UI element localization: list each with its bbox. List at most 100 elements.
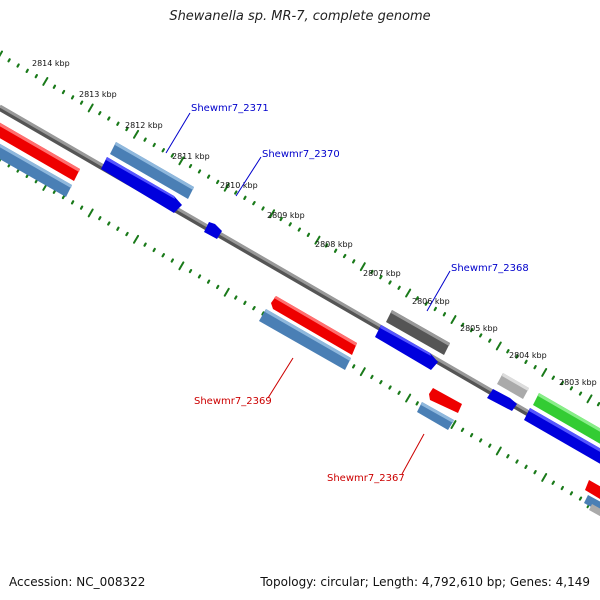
minor-tick bbox=[324, 243, 329, 248]
minor-tick bbox=[252, 201, 256, 206]
major-tick bbox=[450, 315, 457, 324]
minor-tick bbox=[306, 232, 311, 237]
gene-feature[interactable] bbox=[375, 325, 438, 370]
gene-feature[interactable] bbox=[529, 408, 600, 457]
minor-tick bbox=[533, 470, 537, 475]
major-tick bbox=[178, 156, 185, 166]
feature-group bbox=[0, 117, 600, 520]
major-tick bbox=[586, 394, 593, 404]
gene-label[interactable]: Shewmr7_2369 bbox=[194, 396, 272, 407]
minor-tick bbox=[333, 248, 338, 253]
minor-tick bbox=[25, 173, 29, 178]
minor-tick bbox=[143, 242, 147, 247]
minor-tick bbox=[342, 253, 347, 259]
minor-tick bbox=[397, 390, 401, 395]
minor-tick bbox=[161, 253, 165, 258]
gene-feature[interactable] bbox=[589, 504, 600, 520]
gene-feature[interactable] bbox=[115, 142, 194, 190]
gene-feature[interactable] bbox=[271, 296, 357, 355]
gene-label[interactable]: Shewmr7_2370 bbox=[262, 149, 340, 160]
gene-feature[interactable] bbox=[429, 388, 462, 413]
gene-feature[interactable] bbox=[204, 222, 222, 239]
minor-tick bbox=[488, 443, 492, 448]
minor-tick bbox=[506, 349, 510, 354]
minor-tick bbox=[252, 306, 256, 311]
gene-feature[interactable] bbox=[274, 296, 357, 346]
minor-tick bbox=[107, 221, 111, 226]
major-tick bbox=[223, 287, 230, 297]
gene-feature[interactable] bbox=[417, 402, 454, 430]
minor-tick bbox=[234, 190, 238, 195]
kbp-label: 2806 kbp bbox=[412, 297, 450, 306]
minor-tick bbox=[152, 247, 156, 253]
gene-label[interactable]: Shewmr7_2367 bbox=[327, 473, 405, 484]
minor-tick bbox=[125, 126, 129, 132]
gene-feature[interactable] bbox=[259, 309, 351, 370]
major-tick bbox=[133, 234, 140, 244]
callout-line bbox=[426, 270, 451, 312]
minor-tick bbox=[488, 338, 492, 343]
gene-feature[interactable] bbox=[0, 141, 72, 188]
major-tick bbox=[450, 420, 457, 429]
gene-feature[interactable] bbox=[497, 373, 529, 399]
minor-tick bbox=[297, 227, 301, 232]
minor-tick bbox=[61, 89, 66, 95]
kbp-label: 2805 kbp bbox=[460, 324, 498, 333]
minor-tick bbox=[234, 295, 238, 300]
kbp-label: 2804 kbp bbox=[509, 351, 547, 360]
minor-tick bbox=[370, 269, 374, 275]
gene-feature[interactable] bbox=[585, 480, 600, 502]
major-tick bbox=[269, 209, 276, 219]
minor-tick bbox=[379, 380, 383, 385]
minor-tick bbox=[479, 438, 483, 443]
gene-feature[interactable] bbox=[0, 117, 80, 172]
minor-tick bbox=[152, 142, 156, 148]
minor-tick bbox=[551, 480, 556, 485]
kbp-label: 2812 kbp bbox=[125, 121, 163, 130]
minor-tick bbox=[52, 189, 57, 194]
minor-tick bbox=[206, 174, 211, 179]
major-tick bbox=[133, 129, 140, 139]
major-tick bbox=[223, 182, 230, 192]
map-title: Shewanella sp. MR-7, complete genome bbox=[169, 9, 431, 24]
gene-feature[interactable] bbox=[110, 142, 194, 199]
callout-line bbox=[401, 433, 425, 475]
gene-feature[interactable] bbox=[502, 373, 529, 391]
gene-label[interactable]: Shewmr7_2368 bbox=[451, 263, 529, 274]
minor-tick bbox=[206, 279, 211, 284]
gene-feature[interactable] bbox=[106, 157, 175, 199]
gene-feature[interactable] bbox=[421, 402, 454, 423]
kbp-label: 2814 kbp bbox=[32, 59, 70, 68]
gene-label[interactable]: Shewmr7_2371 bbox=[191, 103, 269, 114]
gene-feature[interactable] bbox=[265, 309, 351, 361]
gene-feature[interactable] bbox=[386, 310, 450, 355]
minor-tick bbox=[596, 402, 600, 407]
minor-tick bbox=[415, 296, 419, 301]
topology-text: Topology: circular; Length: 4,792,610 bp… bbox=[260, 575, 590, 589]
minor-tick bbox=[34, 179, 39, 184]
minor-tick bbox=[551, 375, 556, 380]
minor-tick bbox=[388, 385, 392, 390]
minor-tick bbox=[424, 301, 428, 306]
minor-tick bbox=[98, 216, 102, 221]
minor-tick bbox=[25, 68, 29, 74]
minor-tick bbox=[61, 194, 66, 200]
minor-tick bbox=[469, 433, 474, 438]
major-tick bbox=[42, 77, 49, 86]
minor-tick bbox=[533, 365, 537, 370]
major-tick bbox=[495, 341, 502, 351]
gene-feature[interactable] bbox=[487, 389, 517, 411]
minor-tick bbox=[279, 216, 283, 222]
gene-feature[interactable] bbox=[380, 325, 431, 356]
minor-tick bbox=[506, 454, 510, 459]
minor-tick bbox=[524, 464, 528, 469]
minor-tick bbox=[560, 485, 565, 491]
gene-feature[interactable] bbox=[524, 408, 600, 466]
gene-feature[interactable] bbox=[391, 310, 450, 346]
gene-feature[interactable] bbox=[101, 157, 182, 213]
minor-tick bbox=[70, 95, 75, 100]
gene-feature[interactable] bbox=[538, 393, 600, 437]
minor-tick bbox=[415, 401, 419, 406]
kbp-label: 2807 kbp bbox=[363, 269, 401, 278]
gene-feature[interactable] bbox=[533, 393, 600, 446]
